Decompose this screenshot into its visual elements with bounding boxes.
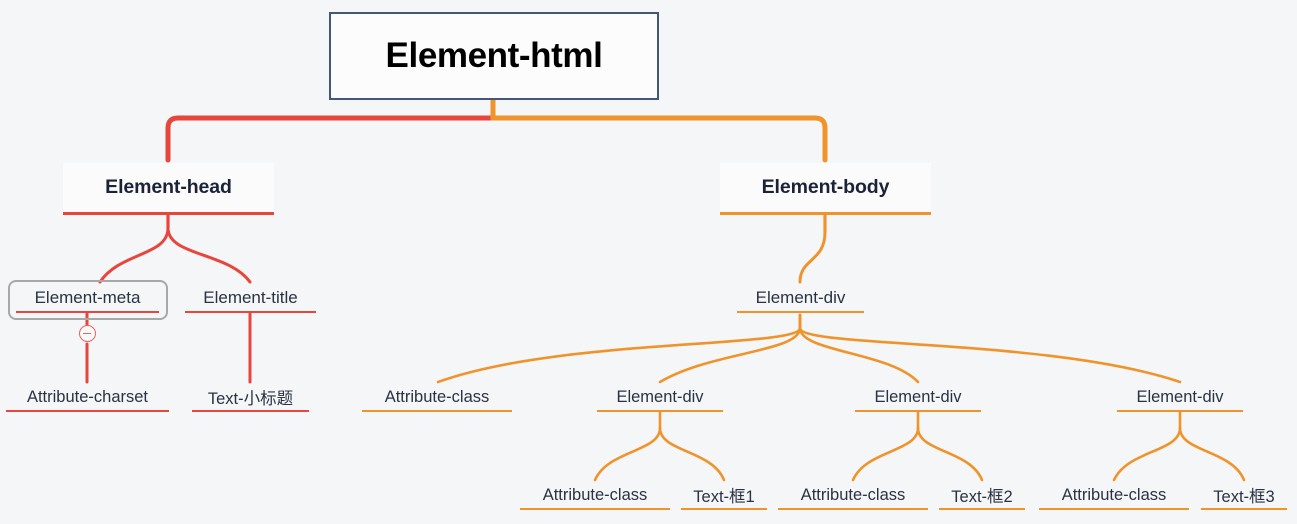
node-element-html[interactable]: Element-html xyxy=(329,12,659,100)
edge-div2-to-text xyxy=(916,426,984,482)
edge-div2-to-attr xyxy=(851,426,920,482)
node-attribute-class-2[interactable]: Attribute-class xyxy=(778,482,928,510)
node-text-subtitle[interactable]: Text-小标题 xyxy=(192,384,309,412)
edge-div-to-div1 xyxy=(658,326,802,384)
edge-div-to-div3 xyxy=(798,326,1182,384)
edge-head-to-meta xyxy=(98,226,170,284)
node-text-box-1[interactable]: Text-框1 xyxy=(681,482,767,510)
edge-body-to-div xyxy=(798,230,827,284)
node-attribute-charset[interactable]: Attribute-charset xyxy=(6,384,169,412)
node-text-box-2[interactable]: Text-框2 xyxy=(939,482,1025,510)
node-element-div-main[interactable]: Element-div xyxy=(737,285,864,313)
edge-root-to-head xyxy=(165,97,496,163)
node-element-div-3[interactable]: Element-div xyxy=(1117,384,1243,412)
edge-div-to-attrclass xyxy=(436,326,802,384)
node-element-title[interactable]: Element-title xyxy=(185,285,316,313)
edge-div3-to-text xyxy=(1178,426,1246,482)
node-attribute-class-3[interactable]: Attribute-class xyxy=(1039,482,1189,510)
node-element-head[interactable]: Element-head xyxy=(63,163,274,215)
node-attribute-class-1[interactable]: Attribute-class xyxy=(520,482,670,510)
edge-root-to-body xyxy=(490,97,828,163)
edge-head-to-title xyxy=(166,226,252,284)
node-attribute-class-0[interactable]: Attribute-class xyxy=(362,384,512,412)
node-element-div-2[interactable]: Element-div xyxy=(855,384,981,412)
node-text-box-3[interactable]: Text-框3 xyxy=(1201,482,1287,510)
edge-div-to-div2 xyxy=(798,326,920,384)
node-element-div-1[interactable]: Element-div xyxy=(597,384,723,412)
edge-div1-to-text xyxy=(658,426,726,482)
edge-div3-to-attr xyxy=(1112,426,1182,482)
node-element-body[interactable]: Element-body xyxy=(720,163,931,215)
node-element-meta[interactable]: Element-meta xyxy=(16,285,159,313)
minus-circle-icon[interactable] xyxy=(78,325,96,342)
edge-div1-to-attr xyxy=(593,426,662,482)
